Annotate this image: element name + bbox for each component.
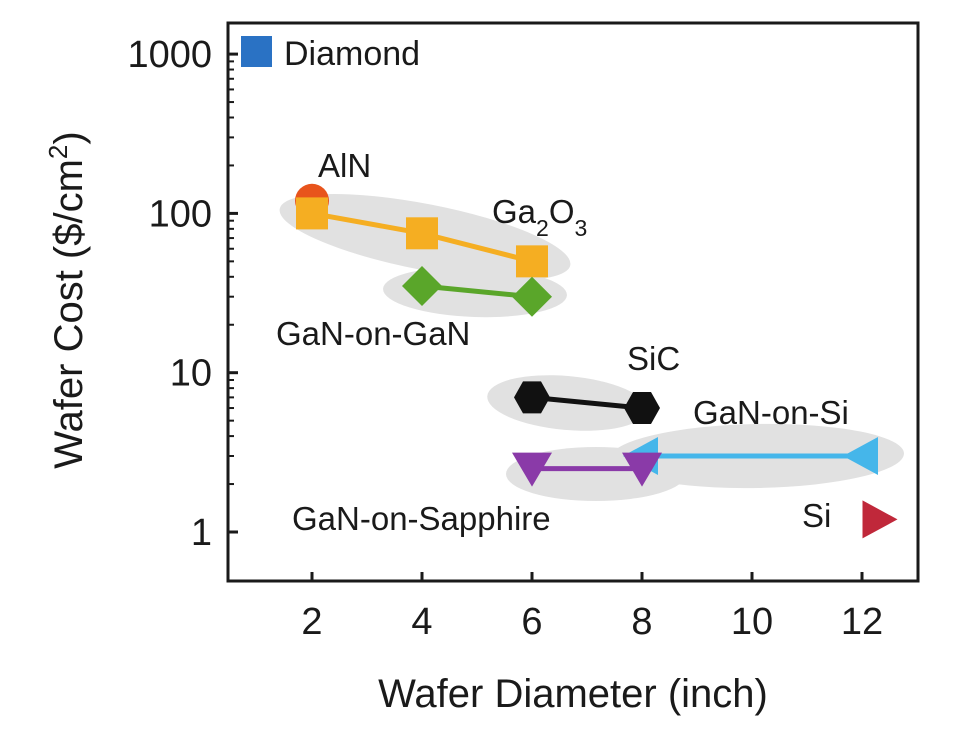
legend-diamond-marker (241, 36, 272, 67)
label-aln: AlN (318, 147, 371, 184)
x-tick-label: 2 (301, 601, 322, 643)
marker-ga2o3 (296, 197, 328, 230)
series-line-gan-on-gan (421, 283, 533, 300)
marker-sic (624, 392, 660, 425)
label-sic: SiC (627, 340, 680, 377)
marker-gan-on-gan (402, 266, 442, 307)
marker-ga2o3 (406, 217, 438, 250)
marker-ga2o3 (516, 245, 548, 278)
series-markers (295, 183, 898, 539)
marker-gan-on-sapphire (512, 452, 552, 487)
series-line-sic (531, 394, 643, 411)
axis-ticks (228, 52, 864, 581)
label-gan-on-sapphire: GaN-on-Sapphire (292, 500, 551, 537)
x-tick-label: 8 (631, 601, 652, 643)
plot-frame (226, 21, 920, 583)
x-axis-title: Wafer Diameter (inch) (378, 672, 768, 716)
marker-sic (514, 381, 550, 414)
y-tick-label: 10 (170, 353, 212, 395)
y-tick-label: 1 (191, 512, 212, 554)
legend-diamond-label: Diamond (284, 35, 420, 73)
x-tick-label: 4 (411, 601, 432, 643)
x-tick-label: 6 (521, 601, 542, 643)
label-gan-on-si: GaN-on-Si (693, 394, 849, 431)
y-tick-label: 100 (149, 193, 212, 235)
label-gan-on-gan: GaN-on-GaN (276, 315, 470, 352)
x-tick-label: 12 (841, 601, 883, 643)
y-tick-label: 1000 (127, 34, 212, 76)
marker-si (862, 500, 898, 539)
series-lines (311, 210, 862, 472)
marker-gan-on-gan (512, 276, 552, 317)
x-tick-label: 10 (731, 601, 773, 643)
marker-gan-on-si (843, 436, 878, 475)
axis-tick-labels: 2 4 6 8 10 12 1 10 100 1000 (127, 34, 883, 643)
y-axis-title: Wafer Cost ($/cm2) (43, 131, 91, 468)
marker-gan-on-sapphire (622, 452, 662, 487)
label-si: Si (802, 497, 831, 534)
label-ga2o3: Ga2O3 (492, 193, 587, 241)
